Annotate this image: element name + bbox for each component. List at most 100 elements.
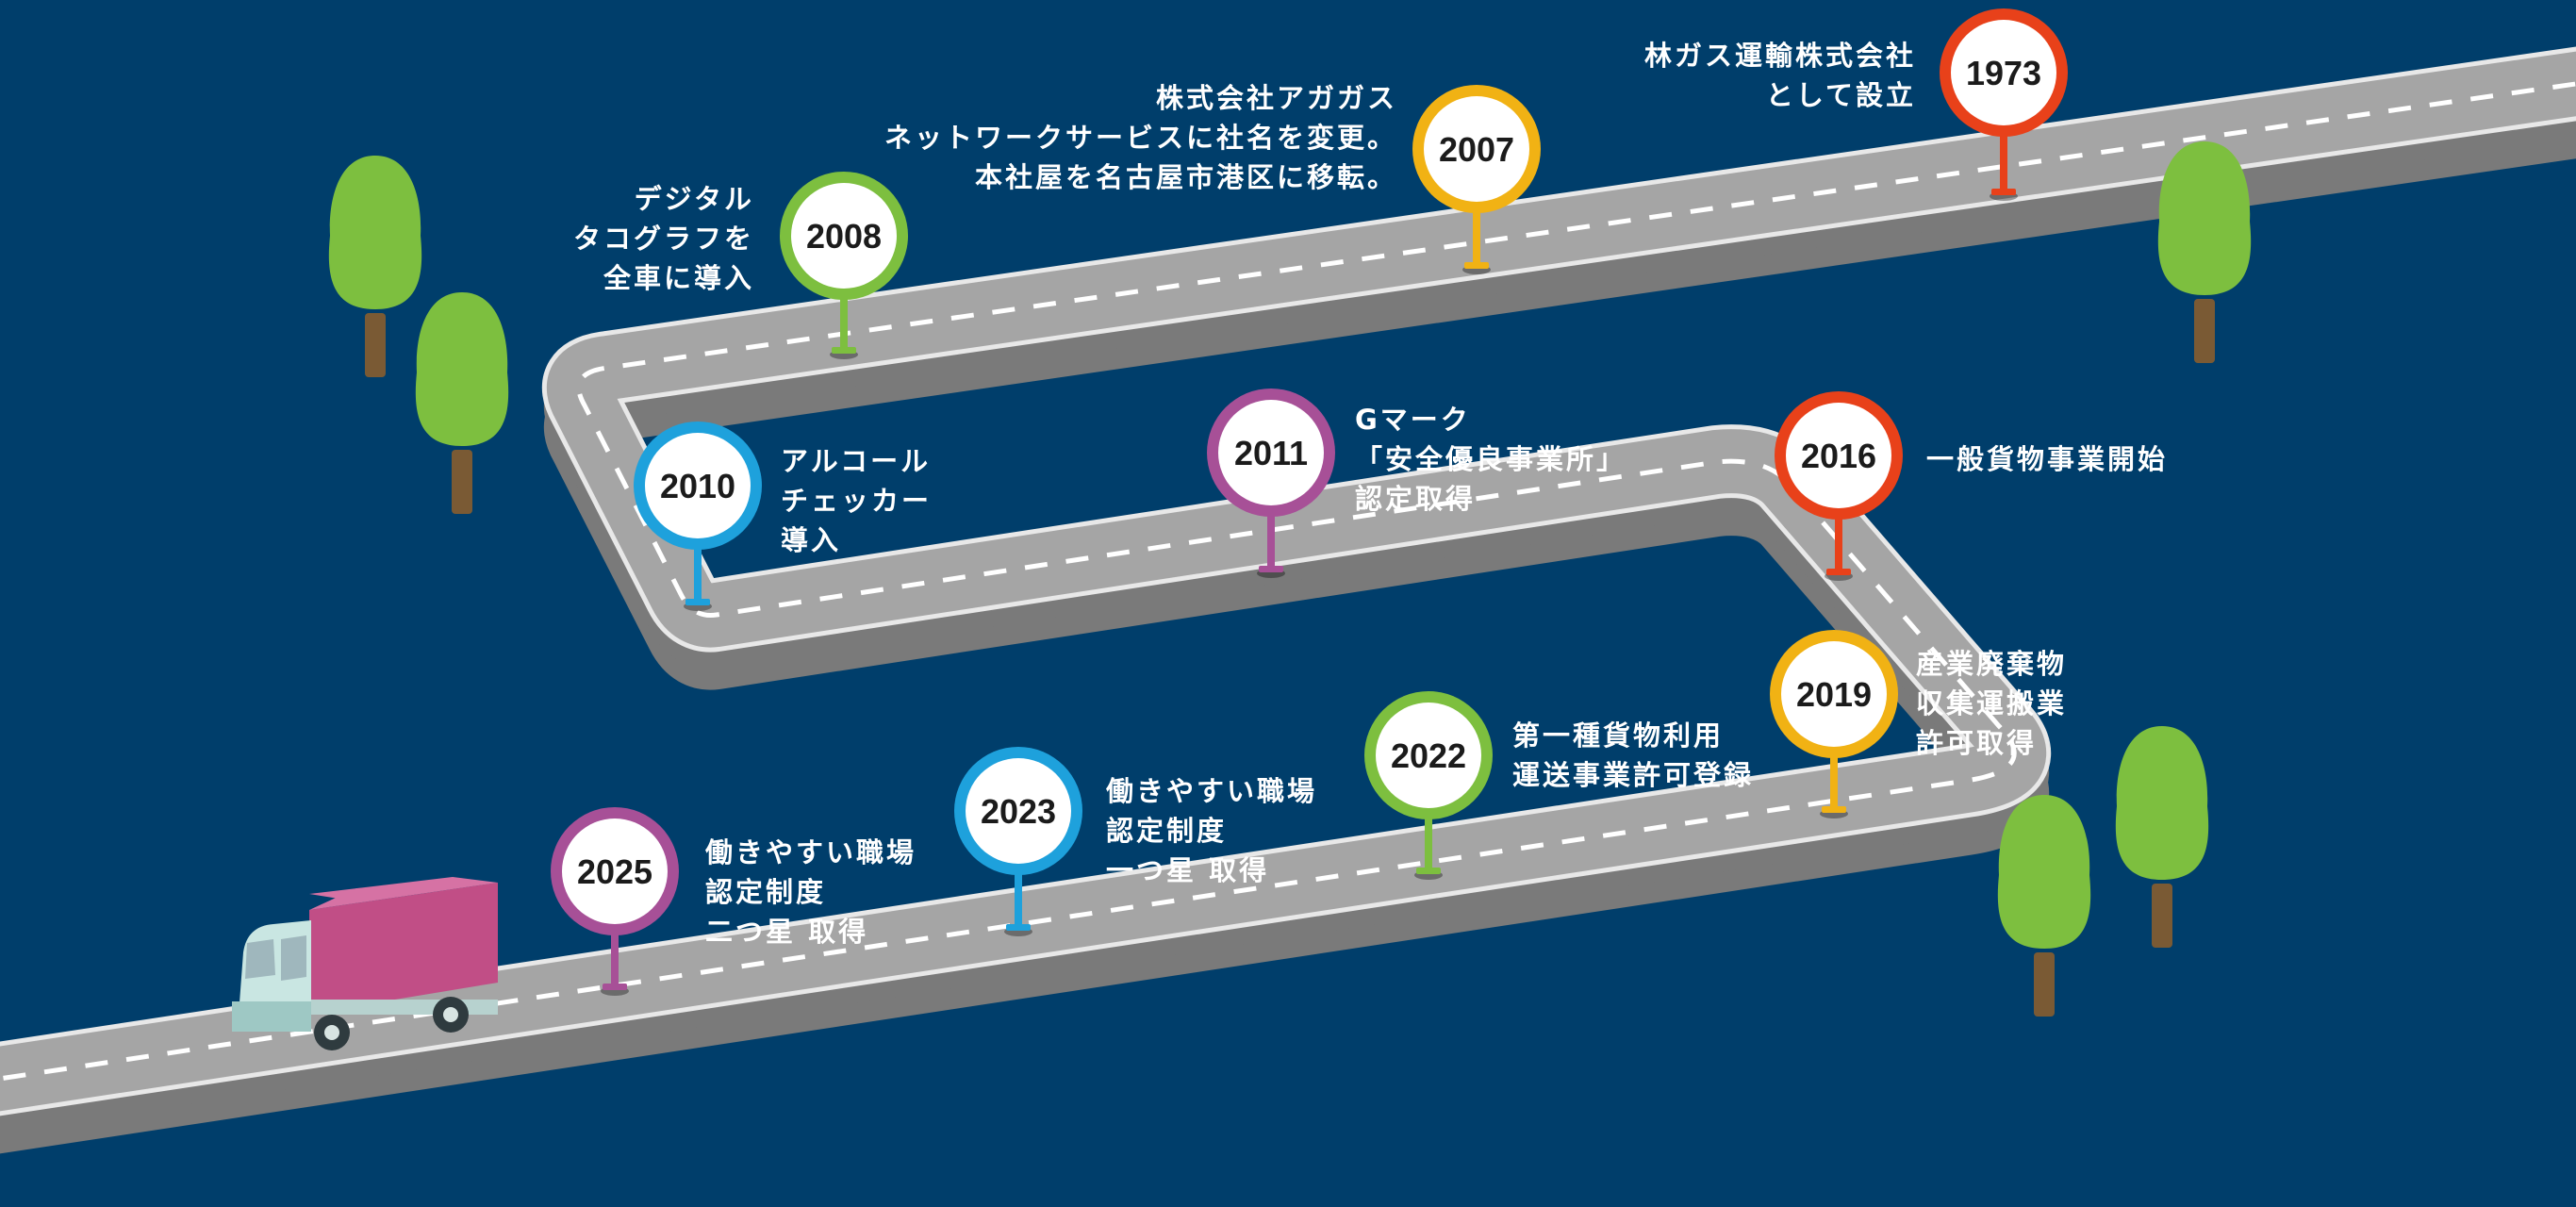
tree — [2115, 726, 2209, 948]
tree — [328, 156, 422, 377]
milestone-pin-1973: 1973 — [1940, 8, 2068, 201]
milestone-pin-2008: 2008 — [780, 172, 908, 359]
milestone-caption-2019: 産業廃棄物収集運搬業許可取得 — [1916, 644, 2067, 763]
tree-trunk — [452, 450, 472, 514]
tree — [2157, 141, 2252, 363]
truck-bumper — [232, 1001, 311, 1032]
milestone-year: 2023 — [981, 792, 1056, 831]
pin-face — [791, 183, 897, 289]
trees-layer — [328, 141, 2252, 1017]
pin-stem — [1830, 751, 1838, 811]
caption-line: ネットワークサービスに社名を変更。 — [883, 122, 1397, 154]
milestone-year: 1973 — [1966, 54, 2041, 92]
caption-line: タコグラフを — [572, 223, 754, 255]
caption-line: 働きやすい職場 — [1106, 775, 1318, 807]
pin-stem — [1835, 512, 1842, 573]
caption-line: 許可取得 — [1916, 727, 2038, 759]
caption-line: 「安全優良事業所」 — [1355, 443, 1627, 475]
milestone-pin-2019: 2019 — [1770, 630, 1898, 818]
pin-foot — [1259, 566, 1283, 572]
tree-trunk — [365, 313, 386, 377]
pin-foot — [1822, 806, 1846, 813]
milestone-caption-2008: デジタルタコグラフを全車に導入 — [573, 179, 754, 298]
milestone-year: 2019 — [1796, 675, 1872, 714]
milestone-pin-2023: 2023 — [954, 747, 1082, 936]
pin-foot — [603, 984, 627, 990]
tree-foliage — [1997, 795, 2091, 949]
caption-line: 二つ星 取得 — [705, 916, 869, 948]
tree-foliage — [415, 292, 509, 446]
pin-foot — [1464, 262, 1489, 269]
milestone-pin-2010: 2010 — [634, 422, 762, 611]
truck-hubcap — [443, 1007, 458, 1022]
caption-line: 一般貨物事業開始 — [1926, 443, 2169, 475]
pin-foot — [832, 347, 856, 354]
pin-face — [1376, 703, 1481, 808]
pin-foot — [1991, 189, 2016, 195]
road-center-line — [0, 81, 2576, 1082]
truck-cargo-roof — [309, 877, 498, 901]
caption-line: 本社屋を名古屋市港区に移転。 — [974, 161, 1397, 193]
milestone-pin-2011: 2011 — [1207, 389, 1335, 578]
tree-foliage — [2115, 726, 2209, 880]
caption-line: 導入 — [781, 524, 842, 556]
truck-windshield — [245, 939, 275, 979]
pin-foot — [685, 599, 710, 605]
milestone-year: 2007 — [1439, 130, 1514, 169]
tree-trunk — [2152, 884, 2172, 948]
milestone-caption-2010: アルコールチェッカー導入 — [781, 441, 932, 560]
pin-face — [1786, 403, 1891, 508]
caption-line: 株式会社アガガス — [1155, 82, 1397, 114]
milestone-caption-2016: 一般貨物事業開始 — [1926, 439, 2168, 479]
truck-side-window — [281, 935, 306, 981]
pin-foot — [1006, 924, 1031, 931]
pin-face — [562, 818, 668, 924]
milestone-caption-1973: 林ガス運輸株式会社として設立 — [1644, 36, 1916, 115]
road-layer — [0, 46, 2576, 1154]
pin-stem — [2000, 129, 2007, 193]
truck — [232, 877, 498, 1050]
truck-cargo-side — [309, 883, 498, 1014]
tree-trunk — [2034, 952, 2055, 1017]
tree-foliage — [2157, 141, 2252, 295]
caption-line: 林ガス運輸株式会社 — [1643, 40, 1916, 72]
caption-line: Gマーク — [1355, 404, 1471, 436]
pin-foot — [1416, 868, 1441, 874]
milestone-caption-2023: 働きやすい職場認定制度一つ星 取得 — [1106, 771, 1317, 890]
milestone-pin-2007: 2007 — [1412, 85, 1541, 274]
tree — [1997, 795, 2091, 1017]
pin-stem — [1473, 206, 1480, 267]
milestone-caption-2011: Gマーク「安全優良事業所」認定取得 — [1355, 400, 1627, 519]
caption-line: 産業廃棄物 — [1916, 648, 2068, 680]
caption-line: アルコール — [781, 445, 932, 477]
caption-line: 運送事業許可登録 — [1512, 759, 1755, 791]
pin-foot — [1826, 569, 1851, 575]
caption-line: として設立 — [1765, 79, 1916, 111]
milestone-pin-2016: 2016 — [1775, 391, 1903, 581]
caption-line: 一つ星 取得 — [1106, 854, 1270, 886]
milestone-year: 2022 — [1391, 736, 1466, 775]
pin-stem — [840, 292, 848, 352]
pin-face — [1218, 400, 1324, 505]
milestone-pin-2025: 2025 — [551, 807, 679, 996]
milestone-pin-2022: 2022 — [1364, 691, 1493, 880]
pin-stem — [1267, 509, 1275, 570]
caption-line: 働きやすい職場 — [705, 836, 917, 868]
caption-line: チェッカー — [781, 485, 933, 517]
pin-stem — [694, 542, 702, 604]
milestone-caption-2007: 株式会社アガガスネットワークサービスに社名を変更。本社屋を名古屋市港区に移転。 — [884, 78, 1397, 197]
caption-line: 認定制度 — [1106, 815, 1228, 847]
tree-foliage — [328, 156, 422, 309]
pin-stem — [611, 928, 619, 988]
pin-face — [1424, 96, 1529, 202]
caption-line: 認定制度 — [705, 876, 827, 908]
caption-line: 収集運搬業 — [1916, 687, 2068, 719]
pin-face — [1951, 20, 2056, 125]
milestone-year: 2025 — [577, 852, 652, 891]
milestone-year: 2011 — [1234, 434, 1308, 472]
pin-stem — [1425, 812, 1432, 872]
pin-face — [1781, 641, 1887, 747]
truck-chassis — [311, 1000, 498, 1015]
